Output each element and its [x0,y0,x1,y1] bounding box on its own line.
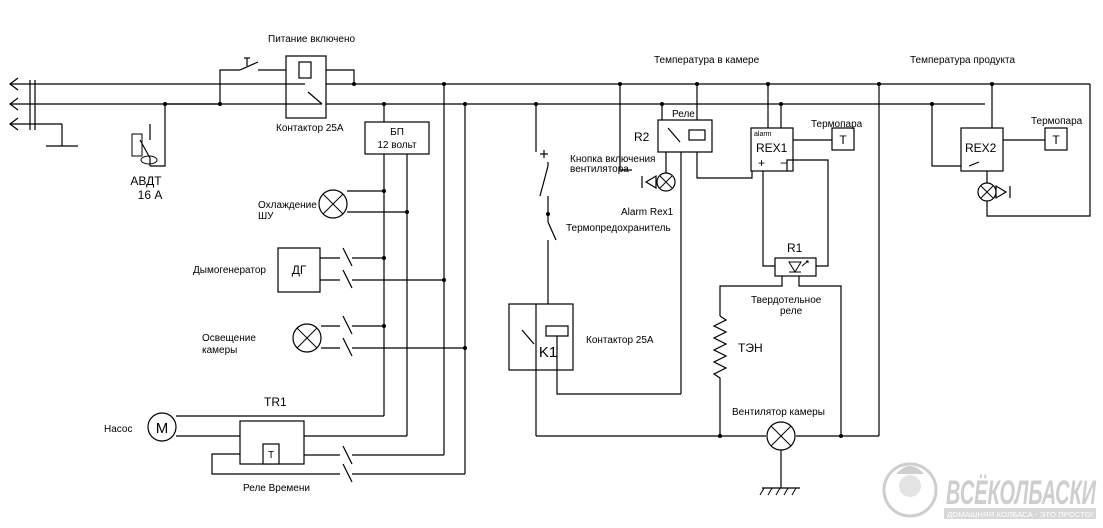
watermark-logo: ВСЁКОЛБАСКИ ДОМАШНЯЯ КОЛБАСА - ЭТО ПРОСТ… [882,462,1097,519]
ssr-label-2: реле [780,306,803,317]
k1-contactor-label: Контактор 25А [586,335,654,346]
temp-chamber-label: Температура в камере [654,55,760,66]
lighting-label-2: камеры [202,345,237,356]
rex1-label: REX1 [756,141,788,155]
rex1-plus: + [758,156,765,170]
watermark-subtitle: ДОМАШНЯЯ КОЛБАСА - ЭТО ПРОСТО! [947,512,1093,519]
thermocouple2-t: T [1052,133,1060,147]
alarm-tag: alarm [754,131,772,138]
ssr-label-1: Твердотельное [751,295,822,306]
thermocouple2-label: Термопара [1031,116,1083,127]
k1-label: K1 [539,344,557,361]
r1-label: R1 [787,241,803,255]
motor-label: M [156,420,169,437]
thermal-fuse-label: Термопредохранитель [566,223,671,234]
time-relay-label: Реле Времени [243,483,310,494]
rex1-minus: − [780,156,787,170]
fan-button-label-2: вентилятора [570,164,629,175]
smoke-generator: ДГ Дымогенератор [193,247,444,293]
alarm-rex1-label: Alarm Rex1 [621,207,674,218]
relay-r2: R2 Реле Alarm Rex1 [619,84,753,394]
cooling-label-2: ШУ [258,211,274,222]
cooling-label-1: Охлаждение [258,200,317,211]
cooling-lamp: Охлаждение ШУ [258,189,407,222]
chamber-fan: Вентилятор камеры [536,84,880,496]
timer-t-label: T [268,450,274,461]
pump-label: Насос [104,424,132,435]
chamber-fan-label: Вентилятор камеры [732,407,825,418]
relay-label: Реле [672,109,695,120]
fan-control-chain: K1 Кнопка включения вентилятора Термопре… [508,104,681,436]
smoke-gen-label: Дымогенератор [193,265,266,276]
temp-product-label: Температура продукта [910,55,1015,66]
lighting-label-1: Освещение [202,333,256,344]
heater-ten: ТЭН [712,315,763,436]
chamber-lighting: Освещение камеры [202,315,465,357]
distribution-wires [443,84,466,474]
psu-label-2: 12 вольт [377,140,417,151]
controller-rex1: alarm REX1 + − T Термопара Температура в… [654,55,863,267]
thermocouple1-t: T [839,133,847,147]
dg-label: ДГ [292,263,307,277]
r2-label: R2 [634,130,650,144]
breaker-label-2: 16 А [138,188,163,202]
psu-label-1: БП [390,127,404,138]
time-relay-tr1: T TR1 Реле Времени [211,395,465,494]
main-contactor: Питание включено Контактор 25А [219,34,355,134]
ssr-r1: R1 Твердотельное реле [719,241,842,436]
fan-button-label-1: Кнопка включения [570,154,655,165]
supply-buses [9,77,1090,147]
psu-block: БП 12 вольт [364,104,430,436]
power-on-label: Питание включено [268,34,355,45]
breaker-avdt: АВДТ 16 А [130,103,220,202]
controller-rex2: REX2 T Термопара Температура продукта [910,55,1091,217]
watermark-title: ВСЁКОЛБАСКИ [946,474,1097,512]
thermocouple1-label: Термопара [811,119,863,130]
tr1-label: TR1 [264,395,287,409]
junction-dots [163,82,994,438]
main-contactor-label: Контактор 25А [276,123,344,134]
heater-label: ТЭН [738,341,763,355]
breaker-label-1: АВДТ [130,174,162,188]
rex2-label: REX2 [965,141,997,155]
